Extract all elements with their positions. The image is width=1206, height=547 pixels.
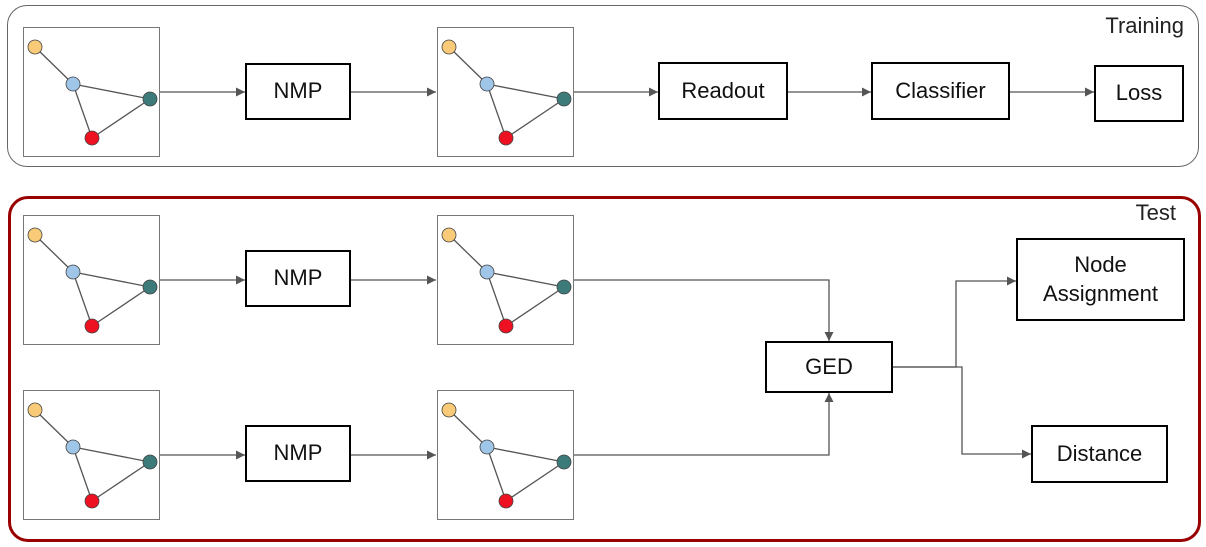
- graph-edge: [91, 98, 151, 139]
- readout-box: Readout: [658, 62, 788, 120]
- graph-node-teal: [556, 454, 572, 470]
- graph-drawing: [27, 227, 158, 334]
- graph-node-blue: [65, 264, 81, 280]
- graph-edge: [72, 271, 93, 327]
- graph-node-teal: [142, 454, 158, 470]
- arrow-graph-to-ged-1: [573, 279, 834, 341]
- graph-drawing: [441, 39, 572, 146]
- classifier-box: Classifier: [871, 62, 1010, 120]
- distance-box: Distance: [1031, 425, 1168, 483]
- graph-node-red: [84, 130, 100, 146]
- test-panel: Test: [8, 196, 1201, 542]
- graph-edge: [34, 46, 74, 85]
- graph-edge: [72, 446, 93, 502]
- graph-embedded-test-2: [437, 390, 574, 520]
- graph-edge: [448, 234, 488, 273]
- graph-edge: [72, 83, 151, 100]
- training-panel: Training: [7, 5, 1199, 167]
- graph-node-yellow: [441, 402, 457, 418]
- graph-node-yellow: [27, 402, 43, 418]
- training-label: Training: [1105, 13, 1184, 38]
- graph-node-red: [498, 493, 514, 509]
- graph-input-test-1: [23, 215, 160, 345]
- graph-edge: [486, 83, 507, 139]
- graph-edge: [448, 46, 488, 85]
- graph-node-yellow: [441, 39, 457, 55]
- nmp-box-training: NMP: [245, 63, 351, 120]
- graph-node-blue: [479, 439, 495, 455]
- nmp-box-test-2: NMP: [245, 425, 351, 482]
- graph-edge: [72, 446, 151, 463]
- graph-edge: [486, 83, 565, 100]
- graph-edge: [34, 234, 74, 273]
- graph-node-red: [498, 318, 514, 334]
- graph-node-yellow: [27, 39, 43, 55]
- graph-node-red: [498, 130, 514, 146]
- graph-node-yellow: [27, 227, 43, 243]
- graph-node-blue: [479, 264, 495, 280]
- graph-input-test-2: [23, 390, 160, 520]
- loss-box: Loss: [1094, 65, 1184, 122]
- graph-edge: [72, 83, 93, 139]
- graph-edge: [505, 286, 565, 327]
- graph-node-blue: [65, 439, 81, 455]
- test-label: Test: [1135, 200, 1176, 225]
- graph-edge: [505, 461, 565, 502]
- graph-edge: [91, 286, 151, 327]
- graph-edge: [486, 271, 507, 327]
- graph-node-teal: [556, 91, 572, 107]
- graph-drawing: [441, 227, 572, 334]
- graph-node-blue: [65, 76, 81, 92]
- graph-input-training: [23, 27, 160, 157]
- graph-node-teal: [556, 279, 572, 295]
- arrow-ged-to-distance: [892, 366, 1031, 459]
- graph-drawing: [27, 39, 158, 146]
- graph-edge: [505, 98, 565, 139]
- graph-embedded-training: [437, 27, 574, 157]
- graph-edge: [448, 409, 488, 448]
- graph-node-blue: [479, 76, 495, 92]
- ged-box: GED: [765, 341, 893, 393]
- graph-node-teal: [142, 91, 158, 107]
- graph-edge: [72, 271, 151, 288]
- graph-drawing: [27, 402, 158, 509]
- graph-node-teal: [142, 279, 158, 295]
- arrow-graph-to-ged-2: [573, 393, 834, 456]
- graph-node-yellow: [441, 227, 457, 243]
- node-assignment-box: Node Assignment: [1016, 238, 1185, 321]
- arrow-ged-to-node-assignment: [892, 276, 1016, 368]
- nmp-box-test-1: NMP: [245, 250, 351, 307]
- graph-drawing: [441, 402, 572, 509]
- graph-edge: [91, 461, 151, 502]
- graph-node-red: [84, 318, 100, 334]
- graph-edge: [486, 446, 565, 463]
- graph-edge: [486, 446, 507, 502]
- graph-edge: [486, 271, 565, 288]
- graph-embedded-test-1: [437, 215, 574, 345]
- graph-node-red: [84, 493, 100, 509]
- graph-edge: [34, 409, 74, 448]
